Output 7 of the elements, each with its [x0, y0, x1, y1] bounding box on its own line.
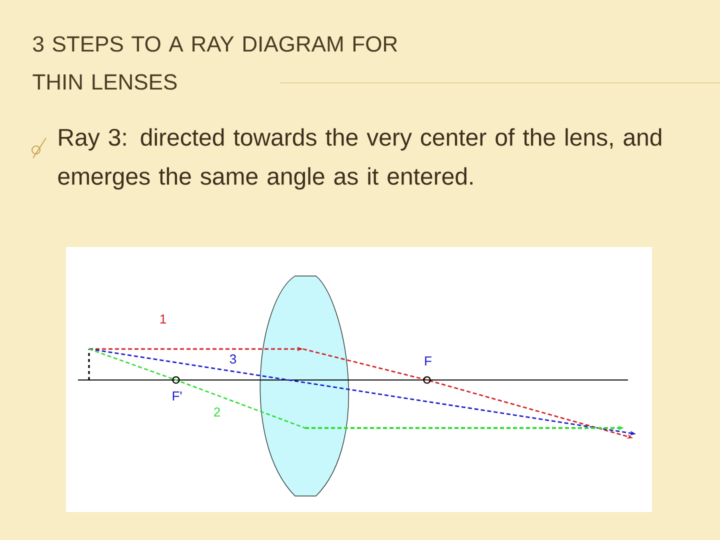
ray-label: 2: [214, 407, 220, 417]
ray-label: 1: [160, 314, 166, 324]
ray-label: F: [425, 356, 432, 366]
ray-label: 3: [230, 354, 236, 364]
bullet-text: Ray 3: directed towards the very center of the lens, and emerges the same angle as it entered.: [58, 128, 662, 190]
slide-title: 3 STEPS TO A RAY DIAGRAM FOR THIN LENSES: [32, 36, 398, 90]
ray-label: F': [172, 392, 182, 400]
